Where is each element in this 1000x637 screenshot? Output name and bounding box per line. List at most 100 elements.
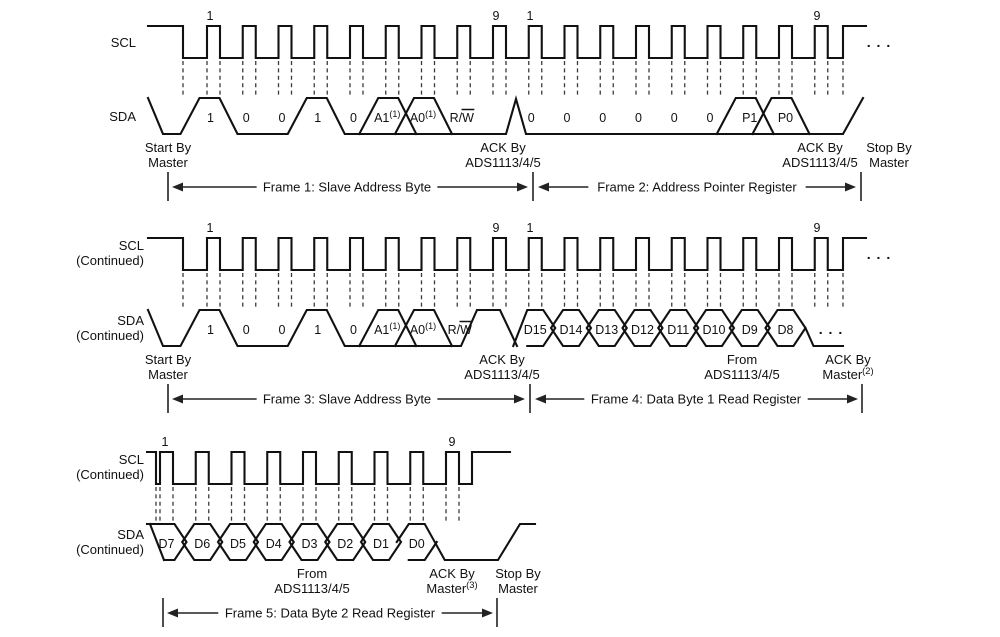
scl-signal-label: SCL xyxy=(111,35,136,50)
sda-bit-label: D2 xyxy=(337,537,353,551)
annotation-line: Master(2) xyxy=(822,366,873,382)
annotation-line: ACK By xyxy=(825,352,871,367)
left-arrowhead xyxy=(535,394,546,404)
scl-signal-label: SCL xyxy=(119,238,144,253)
sda-data-bit-hexagon xyxy=(216,522,260,562)
sda-waveform xyxy=(146,308,519,348)
sda-bit-label: D11 xyxy=(667,323,689,337)
sda-bit-label: 0 xyxy=(707,111,714,125)
annotation-line: Master xyxy=(498,581,538,596)
sda-bit-label: 0 xyxy=(635,111,642,125)
sda-bit-label: A0(1) xyxy=(410,321,436,337)
sda-bit-label: P0 xyxy=(778,111,793,125)
sda-bit-label: D1 xyxy=(373,537,389,551)
sda-data-bit-hexagon xyxy=(252,522,296,562)
sda-bit-label: D8 xyxy=(778,323,794,337)
sda-bit-label: D10 xyxy=(703,323,726,337)
annotation-line: Stop By xyxy=(866,140,912,155)
sda-bit-label: D13 xyxy=(595,323,618,337)
sda-bit-label: D12 xyxy=(631,323,654,337)
sda-data-bit-hexagon xyxy=(323,522,367,562)
scl-signal-label: SCL xyxy=(119,452,144,467)
sda-bit-trapezoid xyxy=(357,308,418,348)
sda-bit-label: 0 xyxy=(279,111,286,125)
sda-signal-label: SDA xyxy=(117,527,144,542)
scl-signal-label: (Continued) xyxy=(76,253,144,268)
sda-bit-label: 0 xyxy=(350,111,357,125)
clock-pulse-number: 1 xyxy=(207,9,214,23)
annotation-line: Start By xyxy=(145,140,192,155)
clock-pulse-number: 1 xyxy=(527,221,534,235)
sda-bit-trapezoid xyxy=(393,308,454,348)
sda-ack-tail xyxy=(804,326,845,348)
sda-signal-label: (Continued) xyxy=(76,542,144,557)
clock-pulse-number: 1 xyxy=(207,221,214,235)
sda-data-bit-hexagon xyxy=(511,308,557,348)
frame-span: Frame 1: Slave Address Byte xyxy=(172,180,528,195)
sda-bit-label: P1 xyxy=(742,111,757,125)
scl-waveform xyxy=(145,450,512,486)
sda-bit-label: 1 xyxy=(314,111,321,125)
annotation-line: ADS1113/4/5 xyxy=(274,581,349,596)
sda-data-bit-hexagon xyxy=(656,308,700,348)
clock-pulse-number: 9 xyxy=(493,9,500,23)
frame-label: Frame 1: Slave Address Byte xyxy=(263,180,431,195)
annotation-line: ADS1113/4/5 xyxy=(465,155,540,170)
sda-bit-label: D14 xyxy=(560,323,583,337)
frame-span: Frame 3: Slave Address Byte xyxy=(172,392,525,407)
sda-bit-label: A1(1) xyxy=(374,321,400,337)
annotation-line: ADS1113/4/5 xyxy=(464,367,539,382)
annotation-line: From xyxy=(727,352,757,367)
annotation-line: ACK By xyxy=(429,566,475,581)
right-arrowhead xyxy=(845,182,856,192)
sda-data-bit-hexagon xyxy=(288,522,331,562)
annotation-line: Master(3) xyxy=(426,580,477,596)
sda-data-bit-hexagon xyxy=(585,308,629,348)
scl-waveform xyxy=(146,24,868,60)
frame-label: Frame 5: Data Byte 2 Read Register xyxy=(225,606,436,621)
left-arrowhead xyxy=(167,608,178,618)
sda-bit-label: 1 xyxy=(207,111,214,125)
clock-pulse-number: 1 xyxy=(162,435,169,449)
right-arrowhead xyxy=(482,608,493,618)
annotation-line: ACK By xyxy=(479,352,525,367)
sda-bit-trapezoid xyxy=(751,96,811,136)
sda-continuation-ellipsis: . . . xyxy=(819,321,843,337)
sda-bit-label: D4 xyxy=(266,537,282,551)
sda-data-bit-hexagon xyxy=(180,522,224,562)
sda-data-bit-hexagon xyxy=(728,308,772,348)
sda-data-bit-hexagon xyxy=(549,308,593,348)
sda-data-bit-hexagon xyxy=(621,308,664,348)
sda-bit-label: 0 xyxy=(599,111,606,125)
sda-data-bit-hexagon xyxy=(395,522,537,562)
sda-bit-label: D0 xyxy=(409,537,425,551)
sda-data-bit-hexagon xyxy=(692,308,736,348)
left-arrowhead xyxy=(538,182,549,192)
sda-bit-trapezoid xyxy=(357,96,418,136)
sda-bit-label: 0 xyxy=(279,323,286,337)
sda-bit-label: 0 xyxy=(528,111,535,125)
sda-bit-label: 0 xyxy=(243,111,250,125)
sda-bit-label: R/W xyxy=(450,111,475,125)
sda-bit-label: 0 xyxy=(564,111,571,125)
sda-bit-label: D7 xyxy=(159,537,175,551)
sda-bit-label: 0 xyxy=(350,323,357,337)
frame-label: Frame 2: Address Pointer Register xyxy=(597,180,797,195)
sda-bit-trapezoid xyxy=(715,96,776,136)
sda-bit-label: 0 xyxy=(243,323,250,337)
sda-data-bit-hexagon xyxy=(359,522,403,562)
frame-label: Frame 4: Data Byte 1 Read Register xyxy=(591,392,802,407)
annotation-line: Stop By xyxy=(495,566,541,581)
